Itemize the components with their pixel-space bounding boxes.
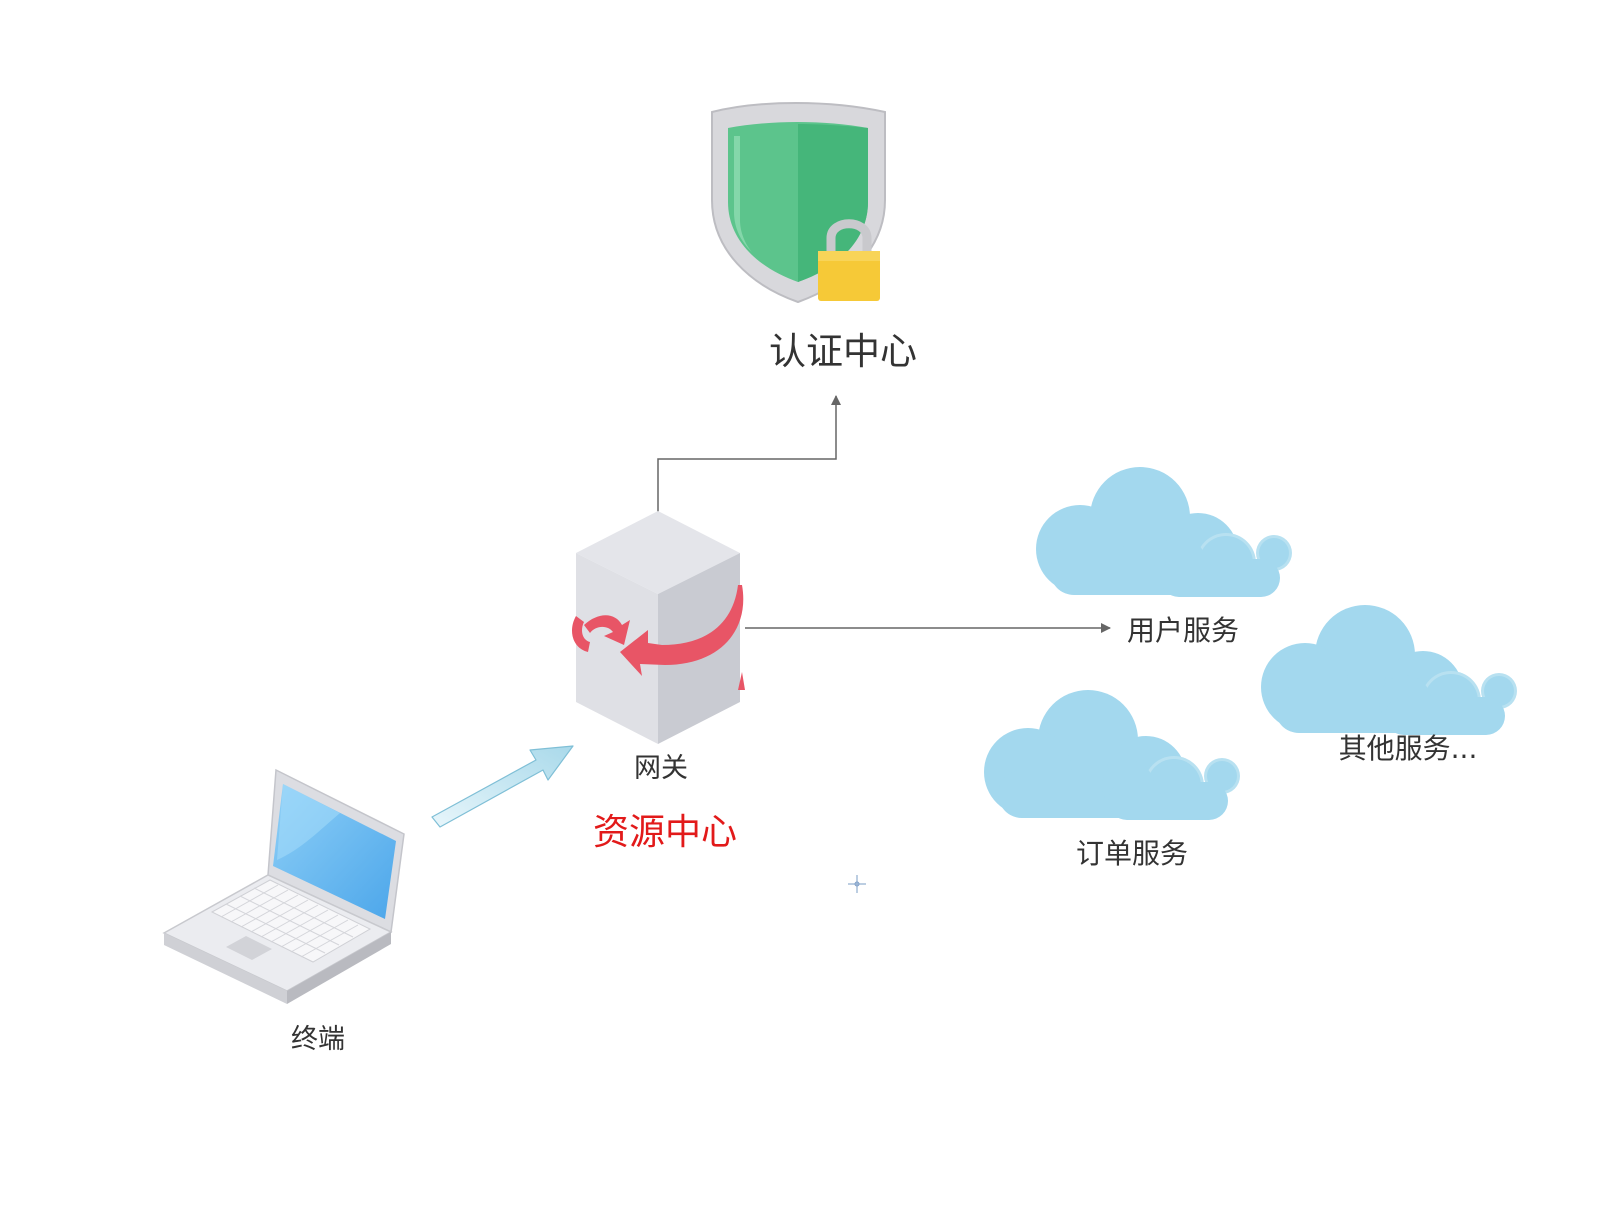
- laptop-icon: [162, 768, 405, 1004]
- user-service-label: 用户服务: [1126, 614, 1240, 647]
- order-service-label: 订单服务: [1075, 837, 1189, 870]
- connector-gateway-auth: [657, 395, 841, 512]
- cloud-icon: [984, 690, 1240, 820]
- gateway-label: 网关: [634, 753, 688, 784]
- crosshair-icon: [848, 875, 866, 893]
- other-service-label: 其他服务...: [1338, 732, 1478, 765]
- resource-center-label: 资源中心: [592, 812, 738, 853]
- terminal-to-gateway-arrow: [431, 745, 574, 828]
- terminal-label: 终端: [291, 1024, 345, 1055]
- shield-lock-icon: [711, 102, 886, 304]
- auth-center-label: 认证中心: [769, 330, 917, 373]
- server-icon: [572, 511, 745, 744]
- cloud-icon: [1261, 605, 1517, 735]
- cloud-icon: [1036, 467, 1292, 597]
